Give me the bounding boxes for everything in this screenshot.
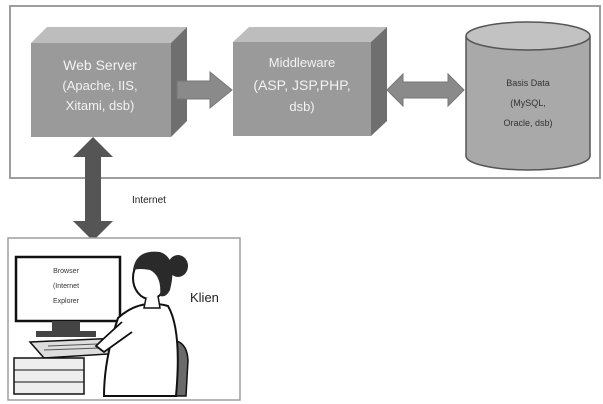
- middleware-line2: (ASP, JSP,PHP,: [253, 77, 350, 93]
- middleware-line3: dsb): [289, 99, 314, 114]
- middleware-box: Middleware (ASP, JSP,PHP, dsb): [233, 27, 387, 136]
- screen-line1: Browser: [53, 268, 79, 275]
- internet-double-arrow: [73, 137, 113, 241]
- arrow-webserver-to-middleware: [176, 70, 233, 110]
- web-server-line2: (Apache, IIS,: [62, 78, 137, 93]
- screen-line3: Explorer: [53, 298, 80, 305]
- client-label: Klien: [190, 290, 219, 305]
- client-illustration: Browser (Internet Explorer: [13, 251, 189, 397]
- database-line2: (MySQL,: [510, 98, 546, 108]
- internet-label: Internet: [132, 195, 166, 206]
- monitor-icon: [14, 255, 122, 337]
- database-line3: Oracle, dsb): [503, 118, 552, 128]
- web-server-box: Web Server (Apache, IIS, Xitami, dsb): [31, 27, 187, 137]
- database-title: Basis Data: [506, 78, 550, 88]
- web-server-line3: Xitami, dsb): [66, 98, 135, 113]
- arrow-middleware-database: [386, 72, 465, 108]
- screen-line2: (Internet: [53, 283, 79, 290]
- database-cylinder: Basis Data (MySQL, Oracle, dsb): [465, 21, 591, 171]
- middleware-title: Middleware: [269, 55, 335, 70]
- person-icon: [94, 251, 189, 397]
- web-server-title: Web Server: [63, 57, 137, 73]
